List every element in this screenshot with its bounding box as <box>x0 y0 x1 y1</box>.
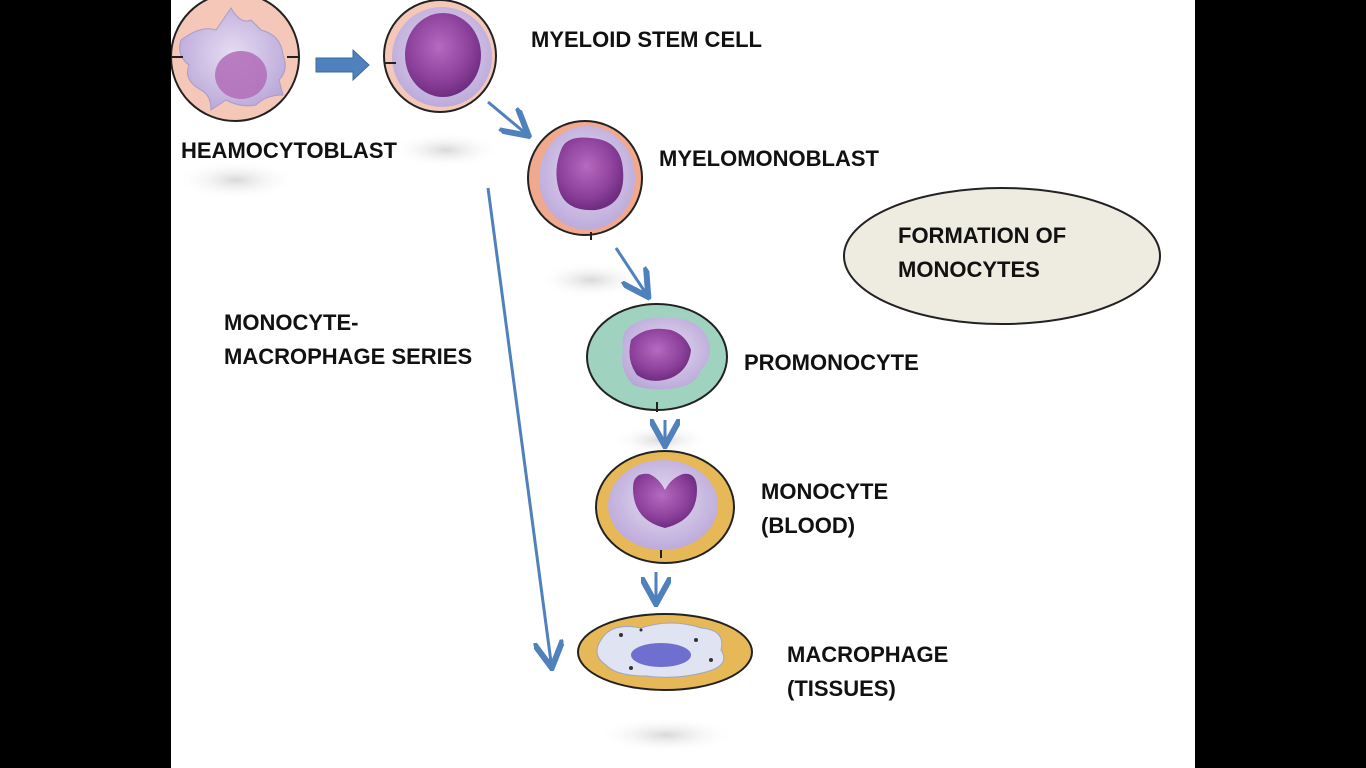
title-line2: MONOCYTES <box>898 257 1040 282</box>
label-macrophage-line2: (TISSUES) <box>787 676 896 701</box>
label-series-line1: MONOCYTE- <box>224 310 359 335</box>
arrow-series <box>486 187 551 662</box>
monocyte-cell <box>595 450 735 564</box>
promonocyte-cell <box>586 303 728 412</box>
label-monocyte-line1: MONOCYTE <box>761 479 889 504</box>
macrophage-cell <box>577 613 753 691</box>
slide: HEAMOCYTOBLAST MYELOID STEM CELL MYELOMO… <box>171 0 1195 768</box>
heamocytoblast-cell <box>171 0 300 122</box>
label-monocyte-line2: (BLOOD) <box>761 513 856 538</box>
myelomonoblast-cell <box>527 120 643 240</box>
shadow-myeloid <box>391 132 501 168</box>
diagram-canvas <box>171 0 1161 753</box>
label-macrophage-line1: MACROPHAGE <box>787 642 949 667</box>
label-myelomonoblast: MYELOMONOBLAST <box>659 146 879 171</box>
label-series: MONOCYTE- MACROPHAGE SERIES <box>224 306 472 374</box>
arrow-to-myelomonoblast <box>487 100 524 132</box>
title-line1: FORMATION OF <box>898 223 1067 248</box>
arrow-to-myeloid <box>315 48 370 82</box>
title: FORMATION OF MONOCYTES <box>898 219 1066 287</box>
label-promonocyte: PROMONOCYTE <box>744 350 919 375</box>
label-macrophage: MACROPHAGE (TISSUES) <box>787 638 948 706</box>
label-monocyte: MONOCYTE (BLOOD) <box>761 475 888 543</box>
title-oval <box>843 187 1161 325</box>
shadow-heamocytoblast <box>176 160 296 200</box>
label-heamocytoblast: HEAMOCYTOBLAST <box>181 138 397 163</box>
label-series-line2: MACROPHAGE SERIES <box>224 344 473 369</box>
myeloid-stem-cell <box>383 0 497 113</box>
label-myeloid-stem-cell: MYELOID STEM CELL <box>531 27 762 52</box>
shadow-macrophage <box>596 717 736 753</box>
shadow-myelomonoblast <box>536 262 646 298</box>
arrow-to-promonocyte <box>614 247 645 292</box>
